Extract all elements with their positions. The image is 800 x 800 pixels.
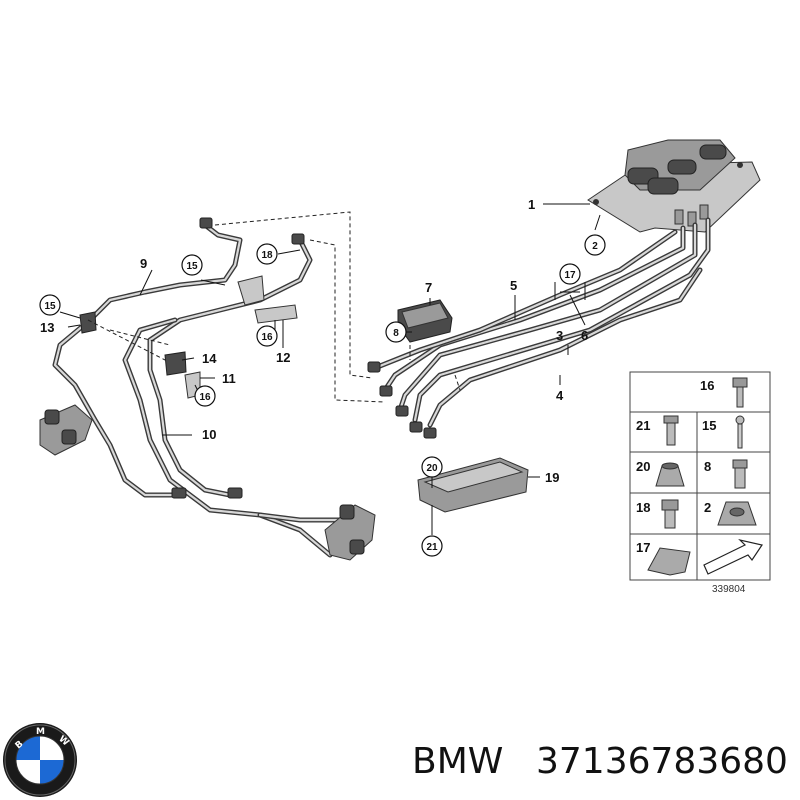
callout-10: 10 [202, 427, 216, 442]
legend-item-8: 8 [704, 459, 711, 474]
callout-1: 1 [528, 197, 535, 212]
legend-item-21: 21 [636, 418, 650, 433]
callout-14: 14 [202, 351, 217, 366]
callout-3: 3 [556, 328, 563, 343]
callout-13: 13 [40, 320, 54, 335]
callout-4: 4 [556, 388, 564, 403]
dashed-lines [87, 211, 556, 403]
svg-text:B: B [14, 739, 26, 751]
bmw-logo-icon: B M W [3, 723, 77, 797]
legend-item-17: 17 [636, 540, 650, 555]
callout-labels: 1 2 3 4 5 6 7 8 9 10 11 12 13 14 15 15 1… [39, 197, 606, 557]
callout-21: 21 [426, 542, 438, 553]
callout-19: 19 [545, 470, 559, 485]
legend-item-2: 2 [704, 500, 711, 515]
bolt-icon [732, 377, 748, 408]
legend-item-16: 16 [700, 378, 714, 393]
callout-8: 8 [393, 328, 399, 339]
legend-item-18: 18 [636, 500, 650, 515]
brand-name: BMW [412, 741, 503, 782]
callout-16-clip: 16 [261, 332, 273, 343]
nut-icon [655, 462, 685, 487]
pipe-clip [397, 299, 453, 343]
valve-block [587, 139, 761, 233]
flange-nut-icon [717, 501, 757, 526]
parts-legend: 16 21 15 20 8 18 [629, 371, 771, 581]
callout-11: 11 [222, 371, 236, 386]
callout-9: 9 [140, 256, 147, 271]
leader-lines [59, 203, 601, 535]
part-number: 37136783680 [536, 741, 788, 782]
callout-6: 6 [581, 328, 588, 343]
direction-arrow-icon [703, 538, 763, 575]
callout-12: 12 [276, 350, 290, 365]
callout-7: 7 [425, 280, 432, 295]
callout-16-lower: 16 [199, 392, 211, 403]
callout-2: 2 [592, 241, 598, 252]
legend-item-15: 15 [702, 418, 716, 433]
sleeve-icon [732, 459, 748, 489]
left-bracket [39, 404, 93, 456]
clip-icon [647, 547, 691, 576]
screw-icon [663, 415, 679, 446]
bolt-short-icon [661, 499, 679, 529]
small-clips [79, 275, 298, 399]
sensor-module [417, 457, 529, 513]
callout-20: 20 [426, 463, 438, 474]
pin-icon [735, 415, 745, 449]
callout-15-top: 15 [186, 261, 198, 272]
callout-15-left: 15 [44, 301, 56, 312]
svg-text:M: M [36, 727, 45, 737]
right-bracket [324, 504, 376, 561]
callout-5: 5 [510, 278, 517, 293]
brake-pipes-main [367, 217, 711, 439]
legend-item-20: 20 [636, 459, 650, 474]
callout-17: 17 [564, 270, 576, 281]
diagram-reference: 339804 [712, 584, 746, 595]
callout-18: 18 [261, 250, 273, 261]
